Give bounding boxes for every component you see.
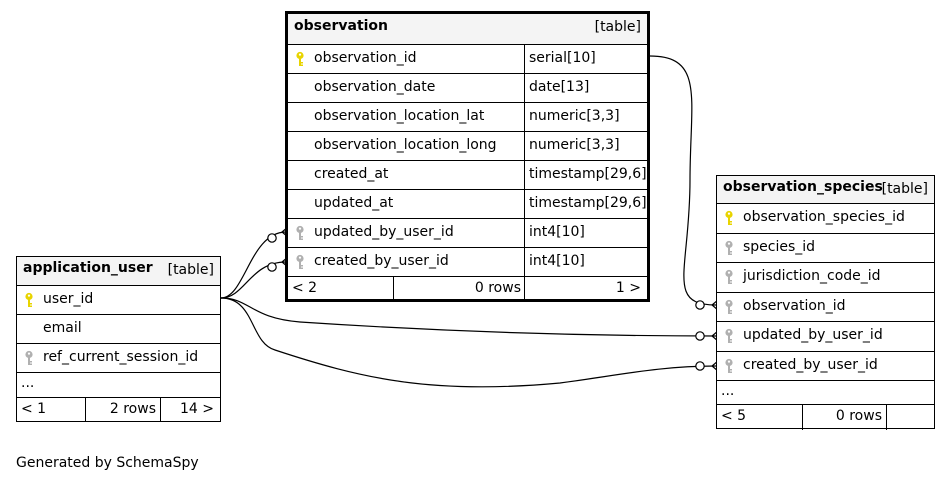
column-name: created_at: [314, 166, 389, 182]
column-name: updated_at: [314, 195, 394, 211]
optional-marker: [267, 262, 277, 272]
column-name: jurisdiction_code_id: [743, 268, 881, 284]
column-row[interactable]: updated_at timestamp[29,6]: [288, 190, 647, 219]
column-row[interactable]: updated_by_user_id: [717, 322, 934, 352]
column-type: int4[10]: [524, 219, 585, 247]
row-count: 0 rows: [474, 280, 521, 296]
column-row[interactable]: ref_current_session_id: [17, 344, 220, 373]
more-columns-label: ...: [721, 383, 735, 399]
link-observation-created-by-user: [220, 261, 287, 299]
column-name: observation_id: [314, 50, 417, 66]
key-icon: [24, 321, 34, 337]
primary-key-icon: [724, 210, 734, 226]
table-application-user[interactable]: application_user [table] user_id email r…: [16, 256, 221, 422]
column-row[interactable]: email: [17, 315, 220, 344]
column-name: created_by_user_id: [743, 357, 878, 373]
more-columns-row[interactable]: ...: [17, 373, 220, 398]
link-species-observation: [649, 55, 717, 306]
more-columns-label: ...: [21, 375, 35, 391]
column-type: numeric[3,3]: [524, 103, 620, 131]
table-footer: < 5 0 rows: [717, 405, 934, 430]
column-row[interactable]: observation_species_id: [717, 204, 934, 234]
column-row[interactable]: created_by_user_id int4[10]: [288, 248, 647, 277]
table-header: observation_species [table]: [717, 176, 934, 204]
column-row[interactable]: jurisdiction_code_id: [717, 263, 934, 293]
table-kind: [table]: [167, 262, 214, 278]
column-row[interactable]: created_at timestamp[29,6]: [288, 161, 647, 190]
table-name: observation: [294, 18, 389, 34]
table-footer: < 1 2 rows 14 >: [17, 398, 220, 421]
table-observation-species[interactable]: observation_species [table] observation_…: [716, 175, 935, 430]
column-name: species_id: [743, 239, 816, 255]
row-count: 0 rows: [835, 408, 882, 424]
primary-key-icon: [24, 292, 34, 308]
foreign-key-icon: [724, 240, 734, 256]
column-name: observation_location_lat: [314, 108, 485, 124]
column-name: observation_date: [314, 79, 436, 95]
parents-count[interactable]: < 2: [292, 280, 318, 296]
table-name: observation_species: [723, 179, 883, 195]
foreign-key-icon: [295, 225, 305, 241]
column-name: updated_by_user_id: [743, 327, 883, 343]
column-type: timestamp[29,6]: [524, 190, 647, 218]
column-name: user_id: [43, 291, 94, 307]
column-type: timestamp[29,6]: [524, 161, 647, 189]
column-row[interactable]: updated_by_user_id int4[10]: [288, 219, 647, 248]
column-name: observation_id: [743, 298, 846, 314]
column-row[interactable]: observation_date date[13]: [288, 74, 647, 103]
link-species-created-by-user: [220, 297, 717, 388]
children-count[interactable]: 1 >: [615, 280, 641, 296]
optional-marker: [695, 361, 705, 371]
key-icon: [295, 138, 305, 154]
column-name: email: [43, 320, 82, 336]
key-icon: [295, 80, 305, 96]
column-row[interactable]: observation_id: [717, 293, 934, 322]
children-count[interactable]: 14 >: [180, 401, 214, 417]
column-row[interactable]: observation_id serial[10]: [288, 45, 647, 74]
column-type: int4[10]: [524, 248, 585, 276]
table-header: application_user [table]: [17, 257, 220, 286]
column-name: observation_location_long: [314, 137, 497, 153]
table-kind: [table]: [881, 181, 928, 197]
column-type: date[13]: [524, 74, 589, 102]
table-header: observation [table]: [288, 14, 647, 45]
column-type: serial[10]: [524, 45, 596, 73]
optional-marker: [695, 331, 705, 341]
column-type: numeric[3,3]: [524, 132, 620, 160]
column-name: observation_species_id: [743, 209, 905, 225]
table-observation[interactable]: observation [table] observation_id seria…: [285, 11, 650, 302]
parents-count[interactable]: < 5: [721, 408, 747, 424]
column-row[interactable]: observation_location_long numeric[3,3]: [288, 132, 647, 161]
foreign-key-icon: [724, 328, 734, 344]
column-name: updated_by_user_id: [314, 224, 454, 240]
column-name: ref_current_session_id: [43, 349, 199, 365]
foreign-key-icon: [724, 269, 734, 285]
key-icon: [295, 167, 305, 183]
row-count: 2 rows: [109, 401, 156, 417]
foreign-key-icon: [295, 254, 305, 270]
table-name: application_user: [23, 260, 153, 276]
table-kind: [table]: [594, 19, 641, 35]
optional-marker: [695, 300, 705, 310]
generated-by-credit: Generated by SchemaSpy: [16, 455, 199, 471]
link-species-updated-by-user: [220, 297, 717, 337]
more-columns-row[interactable]: ...: [717, 381, 934, 405]
parents-count[interactable]: < 1: [21, 401, 47, 417]
column-name: created_by_user_id: [314, 253, 449, 269]
foreign-key-icon: [724, 358, 734, 374]
column-row[interactable]: created_by_user_id: [717, 352, 934, 381]
key-icon: [295, 196, 305, 212]
column-row[interactable]: user_id: [17, 286, 220, 315]
column-row[interactable]: species_id: [717, 234, 934, 263]
column-row[interactable]: observation_location_lat numeric[3,3]: [288, 103, 647, 132]
foreign-key-icon: [724, 299, 734, 315]
foreign-key-icon: [24, 350, 34, 366]
table-footer: < 2 0 rows 1 >: [288, 277, 647, 300]
primary-key-icon: [295, 51, 305, 67]
key-icon: [295, 109, 305, 125]
optional-marker: [267, 233, 277, 243]
